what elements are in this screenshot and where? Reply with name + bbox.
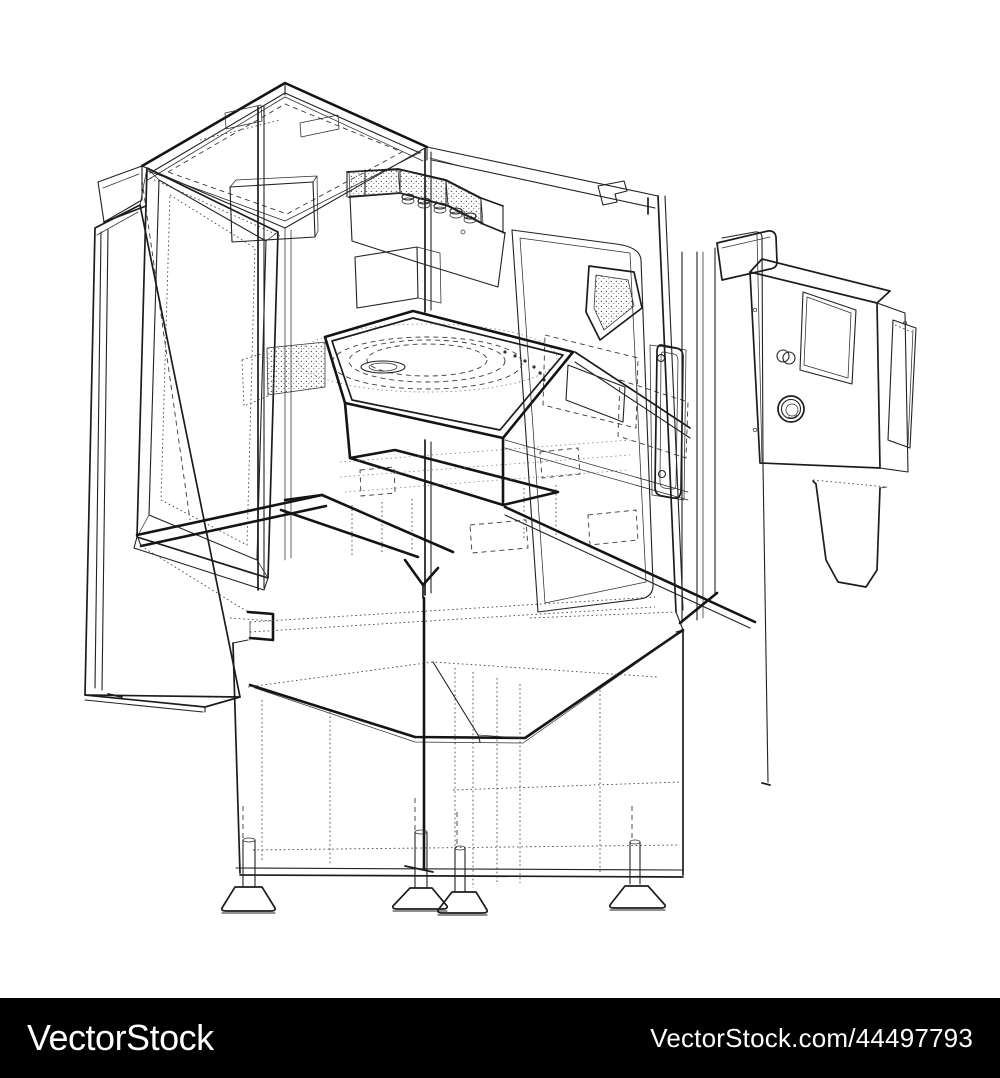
panel-side-flap — [887, 319, 917, 449]
hanging-strap — [812, 479, 888, 588]
bottle-caps — [401, 193, 477, 224]
foot — [608, 839, 667, 911]
turntable-disc — [241, 323, 558, 407]
vectorstock-logo-text: VectorStock — [27, 1017, 214, 1058]
guide-rails — [503, 351, 757, 629]
panel-display — [799, 291, 857, 385]
roof-slab — [97, 81, 659, 237]
control-panel — [749, 258, 909, 473]
watermark-bar: VectorStock VectorStock.com/44497793 — [0, 998, 1000, 1078]
wireframe-illustration — [84, 81, 917, 916]
mid-machinery — [249, 439, 656, 641]
cap-feeder-chute — [346, 168, 506, 288]
open-side-door — [84, 204, 241, 713]
leveling-feet — [220, 829, 667, 916]
base-cabinet — [232, 596, 685, 888]
panel-button — [776, 349, 796, 365]
index-gear-dots — [503, 350, 546, 382]
emergency-stop-knob — [777, 395, 805, 423]
open-front-door — [133, 167, 279, 591]
foot — [436, 845, 489, 916]
image-reference-text: VectorStock.com/44497793 — [650, 1022, 973, 1053]
control-panel-assembly — [678, 230, 917, 786]
machine-wireframe-svg — [84, 81, 917, 916]
interior-boxes — [229, 175, 689, 459]
foot — [391, 829, 449, 912]
foot — [220, 837, 277, 914]
keypad-screen — [585, 265, 643, 341]
hopper — [135, 309, 575, 642]
right-cabinet — [511, 195, 687, 631]
